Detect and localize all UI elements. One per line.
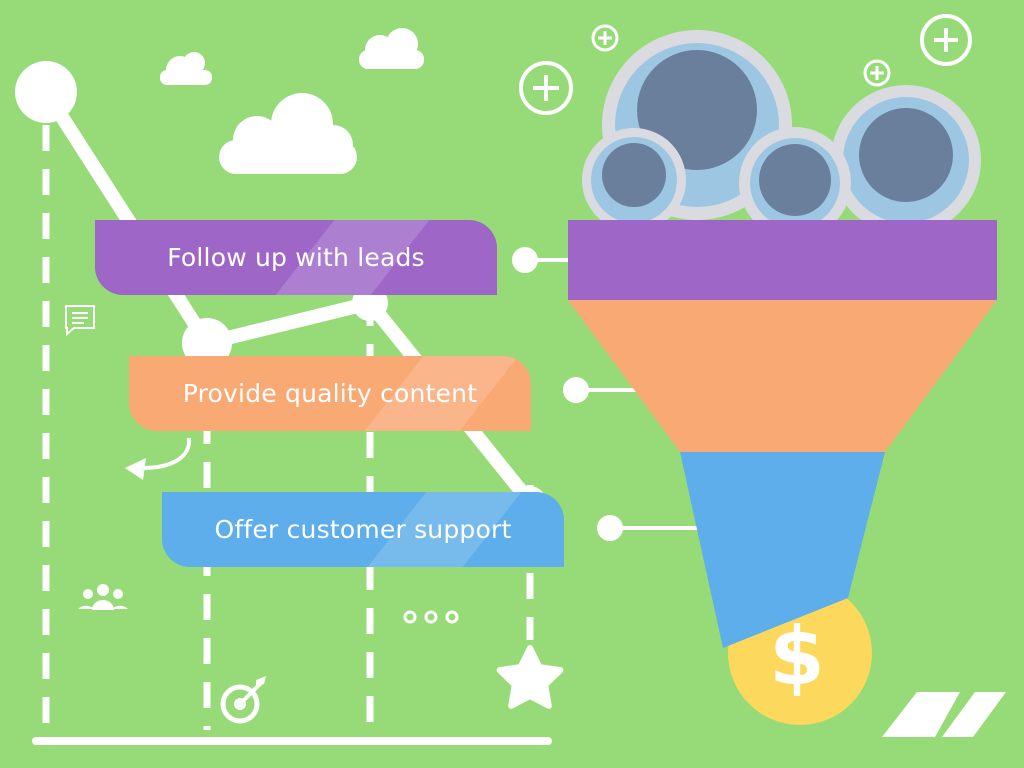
person-avatar	[739, 127, 851, 239]
plus-icon	[920, 14, 972, 66]
arrow-icon	[125, 437, 192, 480]
cloud-icon	[359, 28, 424, 69]
trend-point	[182, 318, 232, 368]
trend-point	[15, 61, 77, 123]
chat-icon	[65, 305, 95, 337]
plus-icon	[863, 59, 891, 87]
funnel-stage-3	[680, 452, 885, 648]
stage-label-quality-content: Provide quality content	[129, 356, 531, 431]
star-icon	[496, 645, 564, 709]
stage-label-text: Follow up with leads	[167, 243, 425, 272]
funnel: $	[568, 220, 997, 725]
people-icon	[78, 584, 128, 610]
plus-icon	[591, 24, 619, 52]
person-avatar	[831, 85, 981, 235]
funnel-stage-2	[568, 300, 997, 452]
stage-label-text: Offer customer support	[214, 515, 512, 544]
dots-icon	[403, 610, 459, 624]
person-avatar	[582, 128, 686, 232]
stage-label-customer-support: Offer customer support	[162, 492, 564, 567]
logo-stripes-icon	[882, 692, 1006, 737]
cloud-icon	[160, 52, 212, 85]
funnel-stage-1	[568, 220, 997, 300]
target-icon	[220, 676, 266, 724]
stage-label-follow-up: Follow up with leads	[95, 220, 497, 295]
coin-symbol: $	[769, 610, 825, 703]
stage-label-text: Provide quality content	[182, 379, 478, 408]
plus-icon	[519, 61, 573, 115]
cloud-icon	[219, 93, 357, 174]
